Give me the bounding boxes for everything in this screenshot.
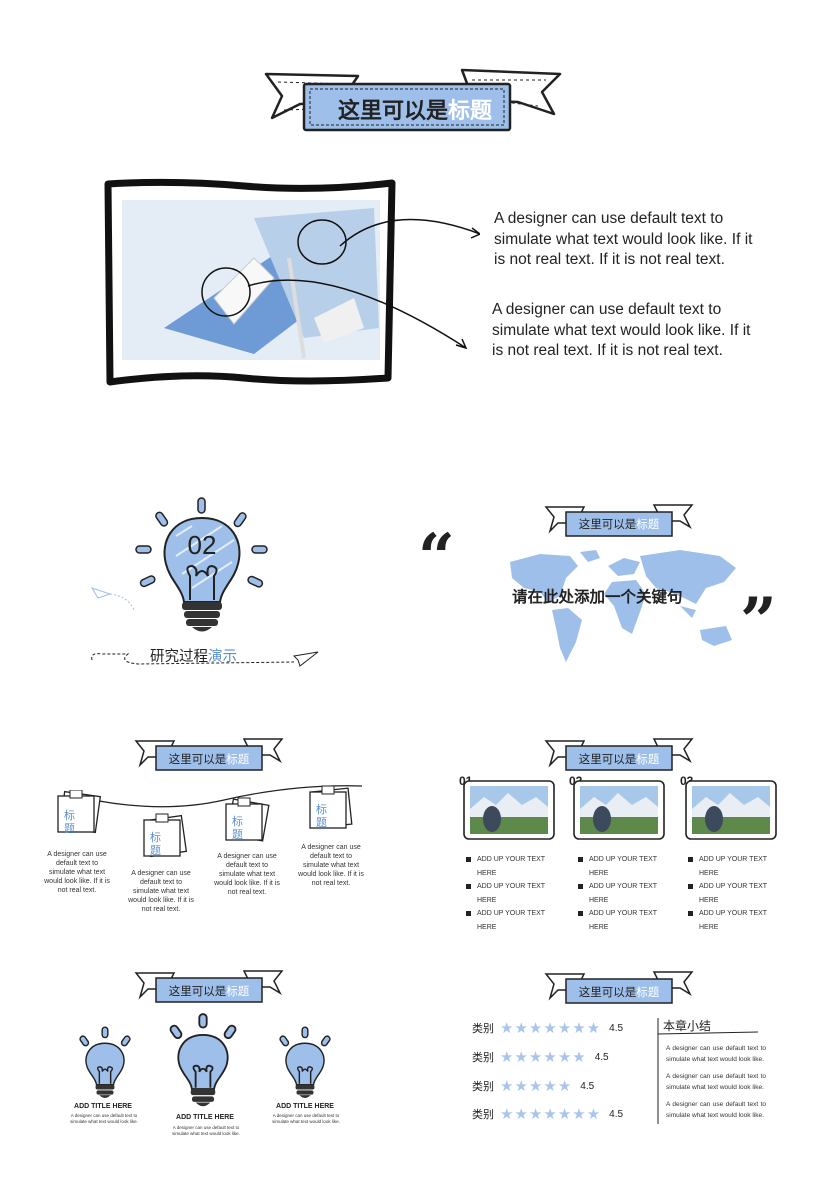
note-card [309, 785, 353, 829]
bullet-list: ADD UP YOUR TEXT HERE ADD UP YOUR TEXT H… [466, 853, 566, 934]
paragraph-1: A designer can use default text to simul… [494, 210, 753, 268]
rating-row: 类别 ★★★★★ 4.5 [472, 1076, 594, 1096]
slide-title: 这里可以是标题 [578, 519, 660, 531]
rating-value: 4.5 [609, 1022, 624, 1034]
section-number: 02 [187, 530, 217, 560]
photo-card [463, 780, 555, 840]
summary-title: 本章小结 [663, 1019, 712, 1033]
keyword-sentence: 请在此处添加一个关键句 [512, 589, 683, 606]
note-card [57, 790, 102, 834]
summary-bracket [657, 1018, 759, 1124]
photo-card [573, 780, 665, 840]
summary-paragraph: A designer can use default text to simul… [666, 1045, 766, 1063]
ribbon-banner [544, 971, 694, 1004]
lightbulb-icon [169, 1013, 237, 1107]
star-rating: ★★★★★★ [500, 1048, 586, 1066]
lightbulb-icon [79, 1026, 131, 1098]
card-text: A designer can use default text to simul… [298, 844, 364, 887]
photo-card [685, 780, 777, 840]
string-line [65, 785, 363, 808]
slide-title: 这里可以是标题 [168, 986, 250, 998]
bulb-text: A designer can use default text to simul… [70, 1113, 138, 1124]
section-caption: 研究过程演示 [150, 649, 237, 665]
world-map [510, 550, 736, 662]
bulb-title: ADD TITLE HERE [176, 1114, 234, 1121]
rating-label: 类别 [472, 1052, 494, 1064]
note-card [143, 813, 188, 858]
bulb-title: ADD TITLE HERE [276, 1103, 334, 1110]
card-label: 标题 [64, 810, 75, 835]
ribbon-banner [134, 738, 284, 771]
open-quote: “ [418, 520, 455, 595]
paragraph-2: A designer can use default text to simul… [492, 301, 751, 359]
rating-label: 类别 [472, 1081, 494, 1093]
ribbon-banner [544, 738, 694, 771]
card-text: A designer can use default text to simul… [214, 853, 280, 896]
bullet-list: ADD UP YOUR TEXT HERE ADD UP YOUR TEXT H… [578, 853, 678, 934]
rating-row: 类别 ★★★★★★ 4.5 [472, 1047, 609, 1067]
note-card [225, 797, 270, 842]
close-quote: ” [740, 584, 777, 659]
card-text: A designer can use default text to simul… [44, 851, 110, 894]
rating-row: 类别 ★★★★★★★ 4.5 [472, 1104, 623, 1124]
slide-title: 这里可以是标题 [337, 98, 493, 123]
bulb-title: ADD TITLE HERE [74, 1103, 132, 1110]
bulb-text: A designer can use default text to simul… [272, 1113, 340, 1124]
ribbon-banner [264, 68, 562, 132]
lightbulb-icon [279, 1026, 331, 1098]
lightbulb-icon [135, 497, 268, 632]
slide-title: 这里可以是标题 [578, 754, 660, 766]
slide-title: 这里可以是标题 [168, 754, 250, 766]
rating-value: 4.5 [580, 1080, 595, 1092]
slide-title: 这里可以是标题 [578, 987, 660, 999]
star-rating: ★★★★★ [500, 1077, 572, 1095]
card-label: 标题 [232, 816, 243, 841]
card-text: A designer can use default text to simul… [128, 870, 194, 913]
summary-paragraph: A designer can use default text to simul… [666, 1073, 766, 1091]
rating-label: 类别 [472, 1109, 494, 1121]
rating-row: 类别 ★★★★★★★ 4.5 [472, 1018, 623, 1038]
arrows-annotation [201, 218, 480, 350]
rating-label: 类别 [472, 1023, 494, 1035]
dashed-path [91, 651, 319, 667]
star-rating: ★★★★★★★ [500, 1019, 601, 1037]
bullet-list: ADD UP YOUR TEXT HERE ADD UP YOUR TEXT H… [688, 853, 788, 934]
star-rating: ★★★★★★★ [500, 1105, 601, 1123]
bulb-text: A designer can use default text to simul… [172, 1125, 240, 1136]
card-label: 标题 [150, 832, 161, 857]
rating-value: 4.5 [594, 1051, 609, 1063]
rating-value: 4.5 [609, 1108, 624, 1120]
summary-paragraph: A designer can use default text to simul… [666, 1101, 766, 1119]
card-label: 标题 [316, 804, 327, 829]
paper-plane-icon [90, 587, 135, 611]
photo-frame [104, 178, 396, 386]
ribbon-banner [544, 504, 694, 537]
ribbon-banner [134, 970, 284, 1003]
